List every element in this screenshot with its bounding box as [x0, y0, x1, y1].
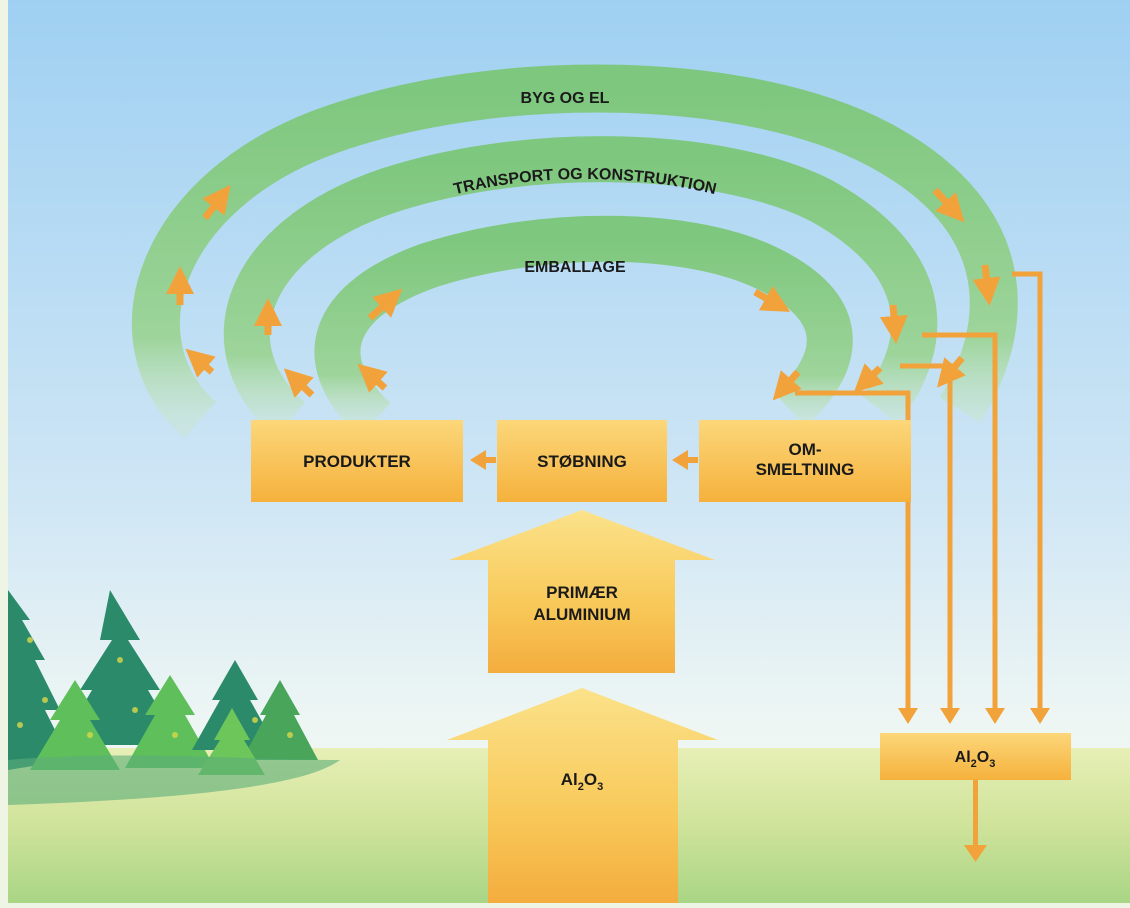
arrow-primaer-label-1: PRIMÆR [546, 583, 618, 602]
forest [8, 590, 340, 805]
box-al2o3-loss: Al2O3 [880, 733, 1071, 780]
box-produkter: PRODUKTER [251, 420, 463, 502]
loop-label-inner: EMBALLAGE [524, 259, 626, 276]
arrow-primaer-label-2: ALUMINIUM [533, 605, 630, 624]
loop-inner [314, 215, 853, 437]
arrow-al2o3-label: Al2O3 [561, 770, 603, 793]
loop-label-outer: BYG OG EL [521, 90, 610, 107]
loop-direction-arrows [166, 184, 1001, 401]
box-produkter-label: PRODUKTER [303, 452, 411, 471]
loss-arrowheads [898, 708, 1050, 724]
box-al2o3-loss-label: Al2O3 [955, 749, 996, 770]
box-omsmeltning-label-1: OM- [788, 440, 821, 459]
box-stobning-label: STØBNING [537, 452, 627, 471]
box-omsmeltning: OM- SMELTNING [699, 420, 911, 502]
box-omsmeltning-label-2: SMELTNING [756, 460, 855, 479]
loop-outer [131, 64, 1018, 438]
loss-output-arrow [964, 780, 987, 862]
arrow-al2o3-raw: Al2O3 [447, 688, 718, 903]
loop-middle [223, 136, 938, 438]
loss-lines [795, 271, 1043, 715]
loops [131, 64, 1018, 438]
arrow-primaer-aluminium: PRIMÆR ALUMINIUM [449, 510, 715, 673]
box-stobning: STØBNING [497, 420, 667, 502]
flow-arrows [470, 450, 698, 470]
